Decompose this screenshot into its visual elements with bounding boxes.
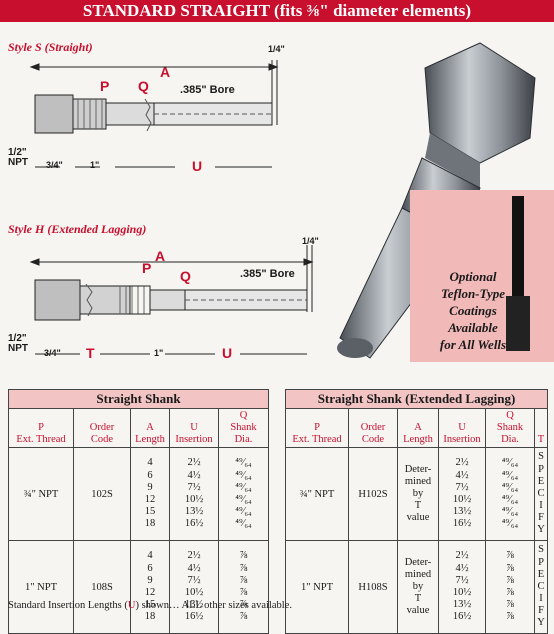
- page-banner: STANDARD STRAIGHT (fits ⅜" diameter elem…: [0, 0, 554, 22]
- footnote: Standard Insertion Lengths (U) shown… AL…: [8, 600, 292, 611]
- code-cell: 102S: [73, 447, 131, 541]
- style-s-tip: 1/4": [268, 44, 285, 54]
- code-cell: H102S: [348, 447, 398, 541]
- style-h-label-t: T: [86, 345, 95, 361]
- style-s-dim-1: 1": [90, 160, 100, 170]
- col-header: T: [534, 408, 548, 448]
- coating-note: Optional Teflon-Type Coatings Available …: [439, 269, 507, 352]
- style-s-drawing: [29, 60, 279, 168]
- thread-cell: 1" NPT: [8, 540, 74, 634]
- style-h-label-q: Q: [180, 268, 191, 284]
- style-s-npt: 1/2"NPT: [8, 147, 28, 168]
- style-h-dim-34: 3/4": [44, 348, 61, 358]
- style-s-dim-34: 3/4": [46, 160, 63, 170]
- code-cell: 108S: [73, 540, 131, 634]
- thread-cell: ¾" NPT: [8, 447, 74, 541]
- code-cell: H108S: [348, 540, 398, 634]
- style-s-label-a: A: [160, 64, 171, 80]
- thread-cell: ¾" NPT: [285, 447, 349, 541]
- style-h-tip: 1/4": [302, 236, 319, 246]
- style-s-bore: .385" Bore: [180, 84, 235, 96]
- style-s-title: Style S (Straight): [8, 40, 93, 54]
- style-h-label-u: U: [222, 345, 233, 361]
- style-s-label-p: P: [100, 78, 110, 94]
- style-h-bore: .385" Bore: [240, 268, 295, 280]
- style-s-label-q: Q: [138, 78, 149, 94]
- thread-cell: 1" NPT: [285, 540, 349, 634]
- style-s-label-u: U: [192, 158, 203, 174]
- style-h-npt: 1/2"NPT: [8, 333, 28, 354]
- style-h-label-p: P: [142, 260, 152, 276]
- style-h-label-a: A: [155, 248, 166, 264]
- extended-lagging-title: Straight Shank (Extended Lagging): [285, 389, 548, 408]
- coated-well-photo: [506, 196, 530, 351]
- style-h-title: Style H (Extended Lagging): [8, 222, 147, 236]
- style-h-drawing: [29, 245, 314, 355]
- style-h-dim-1: 1": [154, 348, 164, 358]
- straight-shank-title: Straight Shank: [8, 389, 269, 408]
